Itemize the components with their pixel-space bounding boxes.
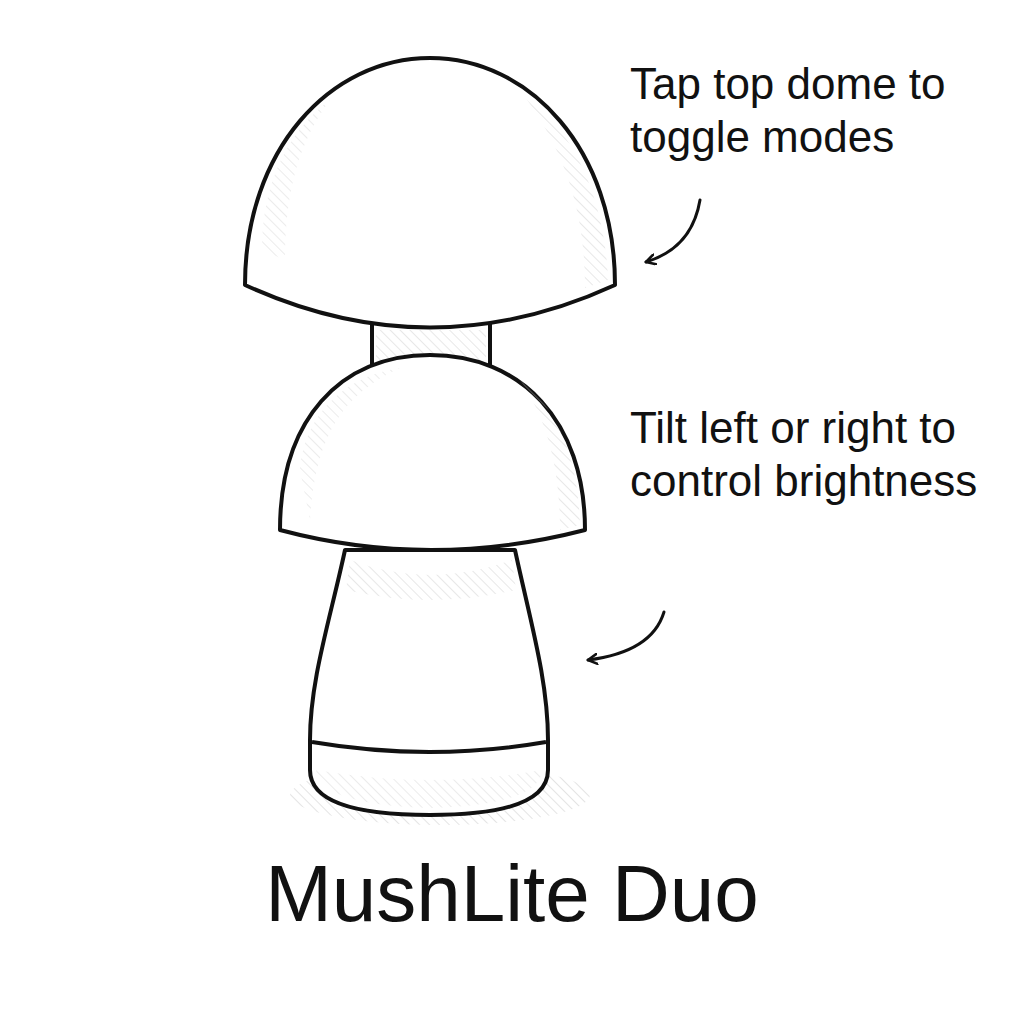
base-shading bbox=[346, 560, 516, 600]
lamp-base bbox=[310, 550, 548, 815]
band-shading bbox=[316, 770, 542, 808]
lower-dome bbox=[280, 355, 585, 550]
leader-arrow bbox=[588, 612, 664, 660]
product-title: MushLite Duo bbox=[0, 850, 1024, 938]
base-band bbox=[312, 742, 546, 752]
leader-arrow bbox=[646, 200, 700, 262]
spacer bbox=[286, 360, 372, 372]
callout-note: Tilt left or right to control brightness bbox=[630, 402, 1010, 508]
callout-note: Tap top dome to toggle modes bbox=[630, 58, 1010, 164]
top-dome-shading bbox=[262, 100, 330, 260]
top-dome bbox=[245, 58, 615, 328]
lower-dome-shading bbox=[300, 368, 400, 520]
lower-dome-shading bbox=[520, 380, 580, 530]
top-dome-shading bbox=[520, 90, 608, 288]
